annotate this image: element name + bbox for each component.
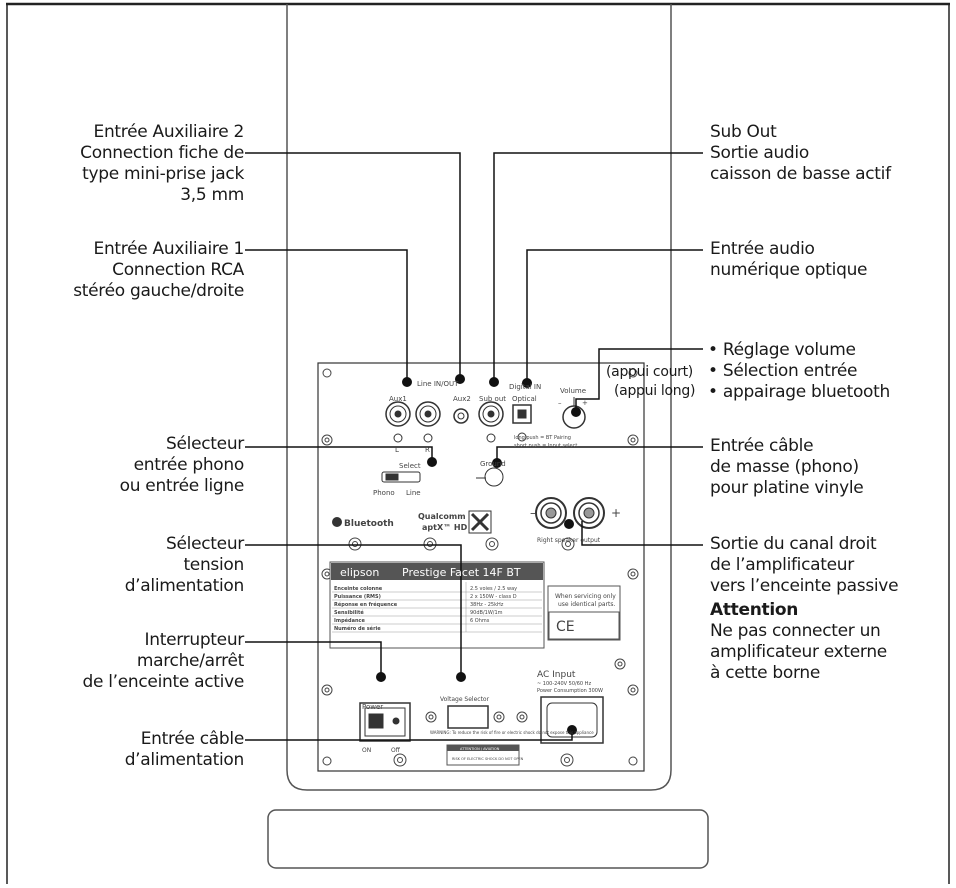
panel-minus-post: – xyxy=(530,506,536,520)
panel-on: ON xyxy=(362,747,371,754)
speaker-output-posts xyxy=(535,497,605,529)
panel-off: Off xyxy=(391,747,401,754)
power-switch xyxy=(359,702,411,742)
panel-aptx: aptX™ HD xyxy=(422,523,468,532)
spec-value: 2 x 150W - class D xyxy=(470,594,517,600)
panel-volume: Volume xyxy=(560,387,586,395)
panel-aux2: Aux2 xyxy=(453,395,471,403)
leader-dots xyxy=(376,374,581,735)
spec-table: Enceinte colonne 2.5 voies / 2.5 wayPuiss… xyxy=(334,586,517,632)
panel-attention: ATTENTION / AVIATION xyxy=(460,747,500,751)
panel-digital-in: Digital IN xyxy=(509,383,541,391)
panel-ac-spec1: ~ 100-240V 50/60 Hz xyxy=(537,681,591,687)
panel-screws xyxy=(321,368,639,767)
service-box xyxy=(547,585,621,641)
volume-note-long: (appui long) xyxy=(614,383,696,399)
spec-key: Enceinte colonne xyxy=(334,586,383,592)
ce-box xyxy=(548,611,620,640)
aux2-jack xyxy=(453,408,469,424)
panel-servicing-2: use identical parts. xyxy=(558,601,615,608)
panel-line-in: Line IN/OUT xyxy=(417,380,459,388)
sub-out-jack xyxy=(478,401,504,443)
spec-key: Puissance (RMS) xyxy=(334,594,381,600)
spec-value: 6 Ohms xyxy=(470,618,490,624)
panel-bluetooth: Bluetooth xyxy=(344,519,394,529)
panel-speaker-out: Right speaker output xyxy=(537,537,601,544)
attention-title: Attention xyxy=(710,600,799,620)
spec-key: Réponse en fréquence xyxy=(334,601,398,608)
panel-phono: Phono xyxy=(373,489,395,497)
panel-pairing: long push = BT Pairing xyxy=(514,435,571,441)
panel-plus: + xyxy=(582,399,588,407)
leader-lines xyxy=(245,152,703,741)
panel-l: L xyxy=(395,446,399,454)
volume-note-short: (appui court) xyxy=(606,364,693,380)
spec-key: Sensibilité xyxy=(334,609,364,616)
panel-plus-post: + xyxy=(611,506,621,520)
panel-servicing-1: When servicing only xyxy=(555,593,616,600)
panel-r: R xyxy=(425,446,430,454)
spec-rows xyxy=(332,582,542,633)
panel-qualcomm: Qualcomm xyxy=(418,512,466,521)
panel-select: Select xyxy=(399,462,421,470)
panel-line: Line xyxy=(406,489,421,497)
panel-power: Power xyxy=(362,703,383,711)
panel-warning: WARNING: To reduce the risk of fire or e… xyxy=(430,730,594,735)
aptx-icon xyxy=(468,510,492,534)
voltage-selector xyxy=(447,705,489,729)
phono-line-switch xyxy=(381,471,421,483)
panel-optical: Optical xyxy=(512,395,537,403)
panel-risk: RISK OF ELECTRIC SHOCK DO NOT OPEN xyxy=(452,757,524,761)
panel-pairing-short: short push = Input select xyxy=(514,443,577,449)
panel-sub-out: Sub out xyxy=(479,395,506,403)
panel-ac-spec2: Power Consumption 300W xyxy=(537,688,603,694)
spec-plate-header xyxy=(331,563,543,580)
panel-brand: elipson xyxy=(340,566,379,579)
panel-voltage-selector: Voltage Selector xyxy=(440,696,490,703)
spec-value: 38Hz - 25kHz xyxy=(470,602,504,608)
panel-aux1: Aux1 xyxy=(389,395,407,403)
spec-key: Impédance xyxy=(334,617,366,624)
panel-model: Prestige Facet 14F BT xyxy=(402,566,521,579)
speaker-base xyxy=(267,809,709,869)
panel-ground: Ground xyxy=(480,460,506,468)
volume-knob xyxy=(562,397,586,429)
panel-minus: – xyxy=(558,399,562,407)
rca-aux1-jacks xyxy=(385,401,441,443)
speaker-cabinet xyxy=(286,4,672,791)
panel-ac-input: AC Input xyxy=(537,670,576,680)
panel-ce: CE xyxy=(556,619,575,635)
callout-volume: • Réglage volume• Sélection entrée• appa… xyxy=(708,340,890,402)
optical-port xyxy=(512,404,532,442)
ground-terminal xyxy=(476,467,504,487)
bluetooth-icon xyxy=(332,517,342,527)
spec-value: 2.5 voies / 2.5 way xyxy=(470,586,517,592)
spec-value: 90dB/1W/1m xyxy=(470,610,503,616)
spec-key: Numéro de série xyxy=(334,625,381,632)
